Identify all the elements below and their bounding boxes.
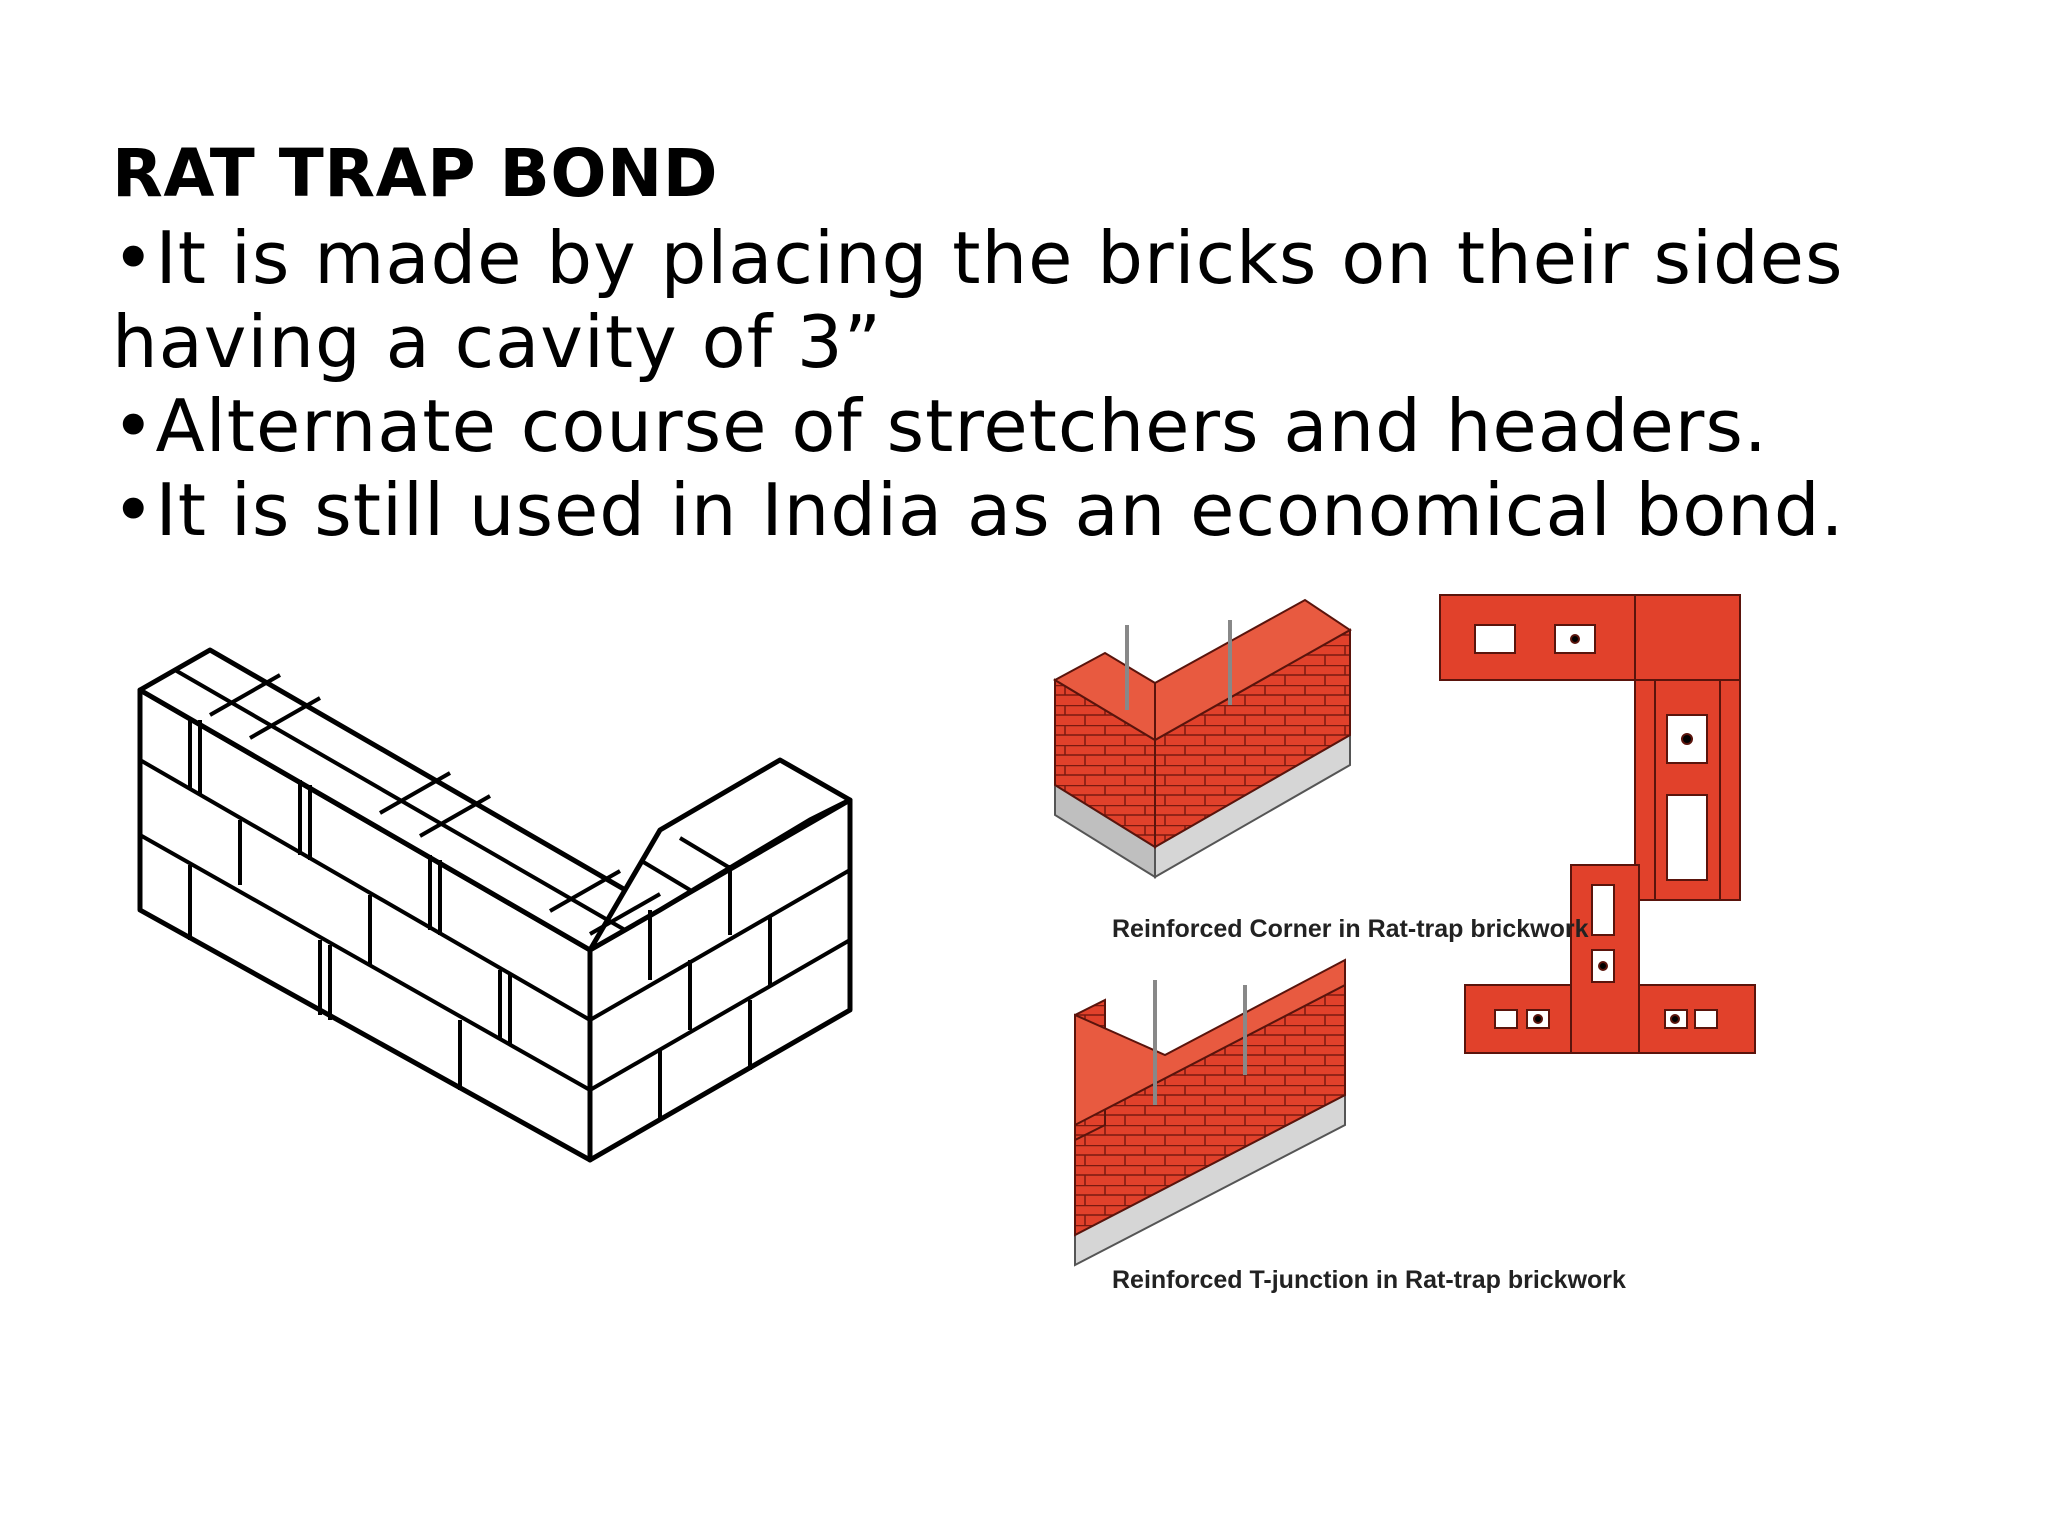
caption-reinforced-corner: Reinforced Corner in Rat-trap brickwork xyxy=(1112,915,1589,943)
bullet-1: •It is made by placing the bricks on the… xyxy=(112,216,1844,384)
reinforced-tjunction-3d xyxy=(1074,958,1346,1267)
reinforced-corner-3d xyxy=(1052,598,1352,879)
reinforced-rat-trap-illustrations xyxy=(1052,594,1756,1267)
slide-text-block: RAT TRAP BOND •It is made by placing the… xyxy=(112,132,1932,552)
reinforced-corner-plan xyxy=(1439,594,1741,901)
slide-title: RAT TRAP BOND xyxy=(112,135,718,212)
rat-trap-bond-line-drawing xyxy=(137,647,853,1163)
bullet-3: •It is still used in India as an economi… xyxy=(112,468,1845,552)
caption-reinforced-tjunction: Reinforced T-junction in Rat-trap brickw… xyxy=(1112,1266,1626,1294)
bullet-2: •Alternate course of stretchers and head… xyxy=(112,384,1768,468)
reinforced-tjunction-plan xyxy=(1464,864,1756,1054)
